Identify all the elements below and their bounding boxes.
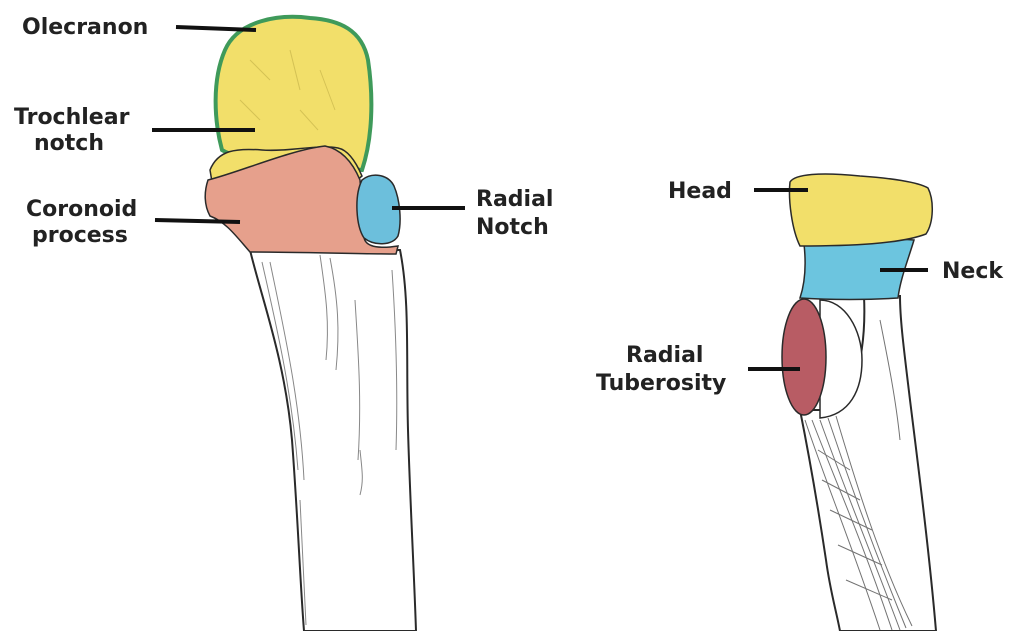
label-coronoid-process: Coronoid process bbox=[26, 197, 145, 248]
label-coronoid-process-line2: process bbox=[32, 223, 128, 248]
label-radial-tuberosity-line1: Radial bbox=[626, 343, 703, 368]
label-radial-notch-line1: Radial bbox=[476, 187, 553, 212]
head-region bbox=[789, 174, 932, 246]
label-trochlear-notch-line1: Trochlear bbox=[14, 105, 130, 130]
radius bbox=[782, 174, 936, 631]
label-radial-tuberosity-line2: Tuberosity bbox=[596, 371, 726, 396]
label-neck: Neck bbox=[942, 259, 1004, 284]
label-trochlear-notch: Trochlear notch bbox=[14, 105, 137, 156]
olecranon-region bbox=[216, 17, 372, 170]
label-trochlear-notch-line2: notch bbox=[34, 131, 104, 156]
radial-tuberosity-region bbox=[782, 299, 826, 415]
label-radial-tuberosity: Radial Tuberosity bbox=[596, 343, 726, 396]
label-radial-notch: Radial Notch bbox=[476, 187, 561, 240]
label-head: Head bbox=[668, 179, 732, 204]
ulna-shaft bbox=[250, 250, 416, 631]
label-radial-notch-line2: Notch bbox=[476, 215, 549, 240]
leader-coronoid-process bbox=[155, 220, 240, 222]
label-coronoid-process-line1: Coronoid bbox=[26, 197, 137, 222]
label-olecranon: Olecranon bbox=[22, 15, 148, 40]
ulna bbox=[205, 17, 416, 631]
